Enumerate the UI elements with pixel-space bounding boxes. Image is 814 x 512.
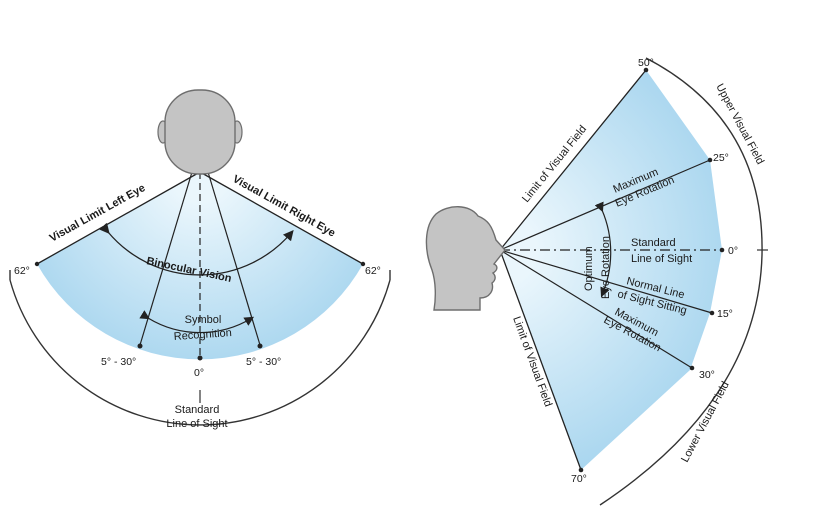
lower-field-label: Lower Visual Field: [679, 380, 732, 465]
horizontal-field: Visual Limit Left Eye Visual Limit Right…: [9, 89, 391, 430]
upper-limit-line: [499, 69, 647, 251]
deg-70: 70°: [571, 473, 587, 485]
optimum-arc: [594, 201, 612, 298]
deg-0: 0°: [728, 245, 738, 257]
right-limit-line: [199, 171, 364, 265]
standard-label-2: Line of Sight: [631, 253, 692, 265]
deg-15: 15°: [717, 308, 733, 320]
horizontal-outer-arc: [9, 279, 391, 426]
symbol-label-1: Symbol: [185, 314, 222, 326]
lower-limit-line: [499, 249, 582, 471]
optimum-label-1: Optimum: [583, 246, 595, 291]
range-right-label: 5° - 30°: [246, 356, 281, 368]
deg-right-62: 62°: [365, 265, 381, 277]
vertical-field-sector: [500, 70, 722, 470]
range-left-label: 5° - 30°: [101, 356, 136, 368]
symbol-label-2: Recognition: [173, 327, 232, 343]
vertical-outer-arc: [599, 57, 763, 506]
optimum-label-2: Eye Rotation: [600, 236, 612, 299]
standard-los-1: Standard: [175, 404, 220, 416]
deg-25: 25°: [713, 152, 729, 164]
vertical-field: Limit of Visual Field Maximum Eye Rotati…: [425, 57, 768, 506]
deg-left-62: 62°: [14, 265, 30, 277]
left-limit-line: [36, 171, 201, 265]
standard-label-1: Standard: [631, 237, 676, 249]
zero-label: 0°: [194, 367, 204, 379]
head-side-icon: [425, 206, 506, 311]
max-rotation-down-line: [499, 249, 693, 369]
head-top-icon: [157, 89, 243, 175]
deg-30: 30°: [699, 369, 715, 381]
standard-los-2: Line of Sight: [166, 418, 227, 430]
deg-50: 50°: [638, 57, 654, 69]
symbol-arc: [139, 310, 255, 334]
binocular-arc: [99, 222, 294, 276]
